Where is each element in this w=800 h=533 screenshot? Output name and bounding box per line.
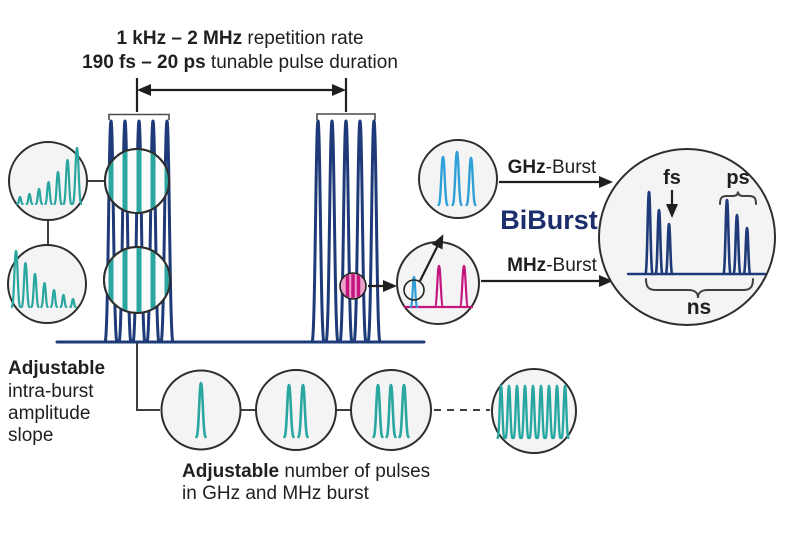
pulse-duration-label: 190 fs – 20 ps tunable pulse duration — [82, 52, 398, 73]
caption-amplitude: amplitude — [8, 403, 90, 424]
fs-label: fs — [663, 167, 681, 189]
slope-down-circle — [8, 245, 87, 323]
repetition-period-arrow — [135, 78, 348, 112]
burst-zoom-bottom-circle — [103, 246, 171, 314]
caption-adjustable: Adjustable — [8, 358, 105, 379]
main-waveform — [57, 121, 424, 342]
right-burst-bracket — [316, 113, 376, 120]
mhz-zoom-circle — [397, 242, 479, 324]
arrow-to-ghz-zoom — [419, 234, 444, 282]
caption-ghz-mhz-burst: in GHz and MHz burst — [182, 483, 370, 504]
ghz-burst-label: GHz-Burst — [508, 157, 597, 178]
single-pulse-highlight-circle — [403, 279, 425, 301]
ghz-zoom-circle — [419, 140, 497, 218]
pulse-count-circle-2 — [256, 370, 336, 450]
ps-brace — [719, 191, 757, 205]
pulse-highlight-circle — [339, 272, 367, 300]
repetition-rate-label: 1 kHz – 2 MHz repetition rate — [116, 28, 363, 49]
intra-burst-slope-caption: Adjustable intra-burst amplitude slope — [8, 358, 105, 446]
timescale-circle: fs ps ns — [599, 149, 775, 325]
biburst-label: BiBurst — [500, 205, 598, 235]
pulse-count-circle-many — [492, 369, 576, 453]
caption-intra-burst: intra-burst — [8, 381, 94, 402]
pulse-number-caption: Adjustable number of pulses in GHz and M… — [182, 461, 430, 504]
caption-number-of-pulses: Adjustable number of pulses — [182, 461, 430, 482]
slope-up-circle — [8, 142, 87, 220]
mhz-burst-label: MHz-Burst — [507, 255, 597, 276]
ns-brace — [645, 278, 754, 299]
pulse-count-circle-1 — [162, 371, 241, 450]
ps-label: ps — [726, 167, 749, 189]
ns-label: ns — [687, 296, 712, 319]
burst-zoom-top-circle — [104, 148, 170, 214]
pulse-count-circle-3 — [351, 370, 431, 450]
connector-burst-to-chain — [136, 342, 160, 411]
left-burst-bracket — [108, 113, 170, 120]
caption-slope: slope — [8, 425, 53, 446]
